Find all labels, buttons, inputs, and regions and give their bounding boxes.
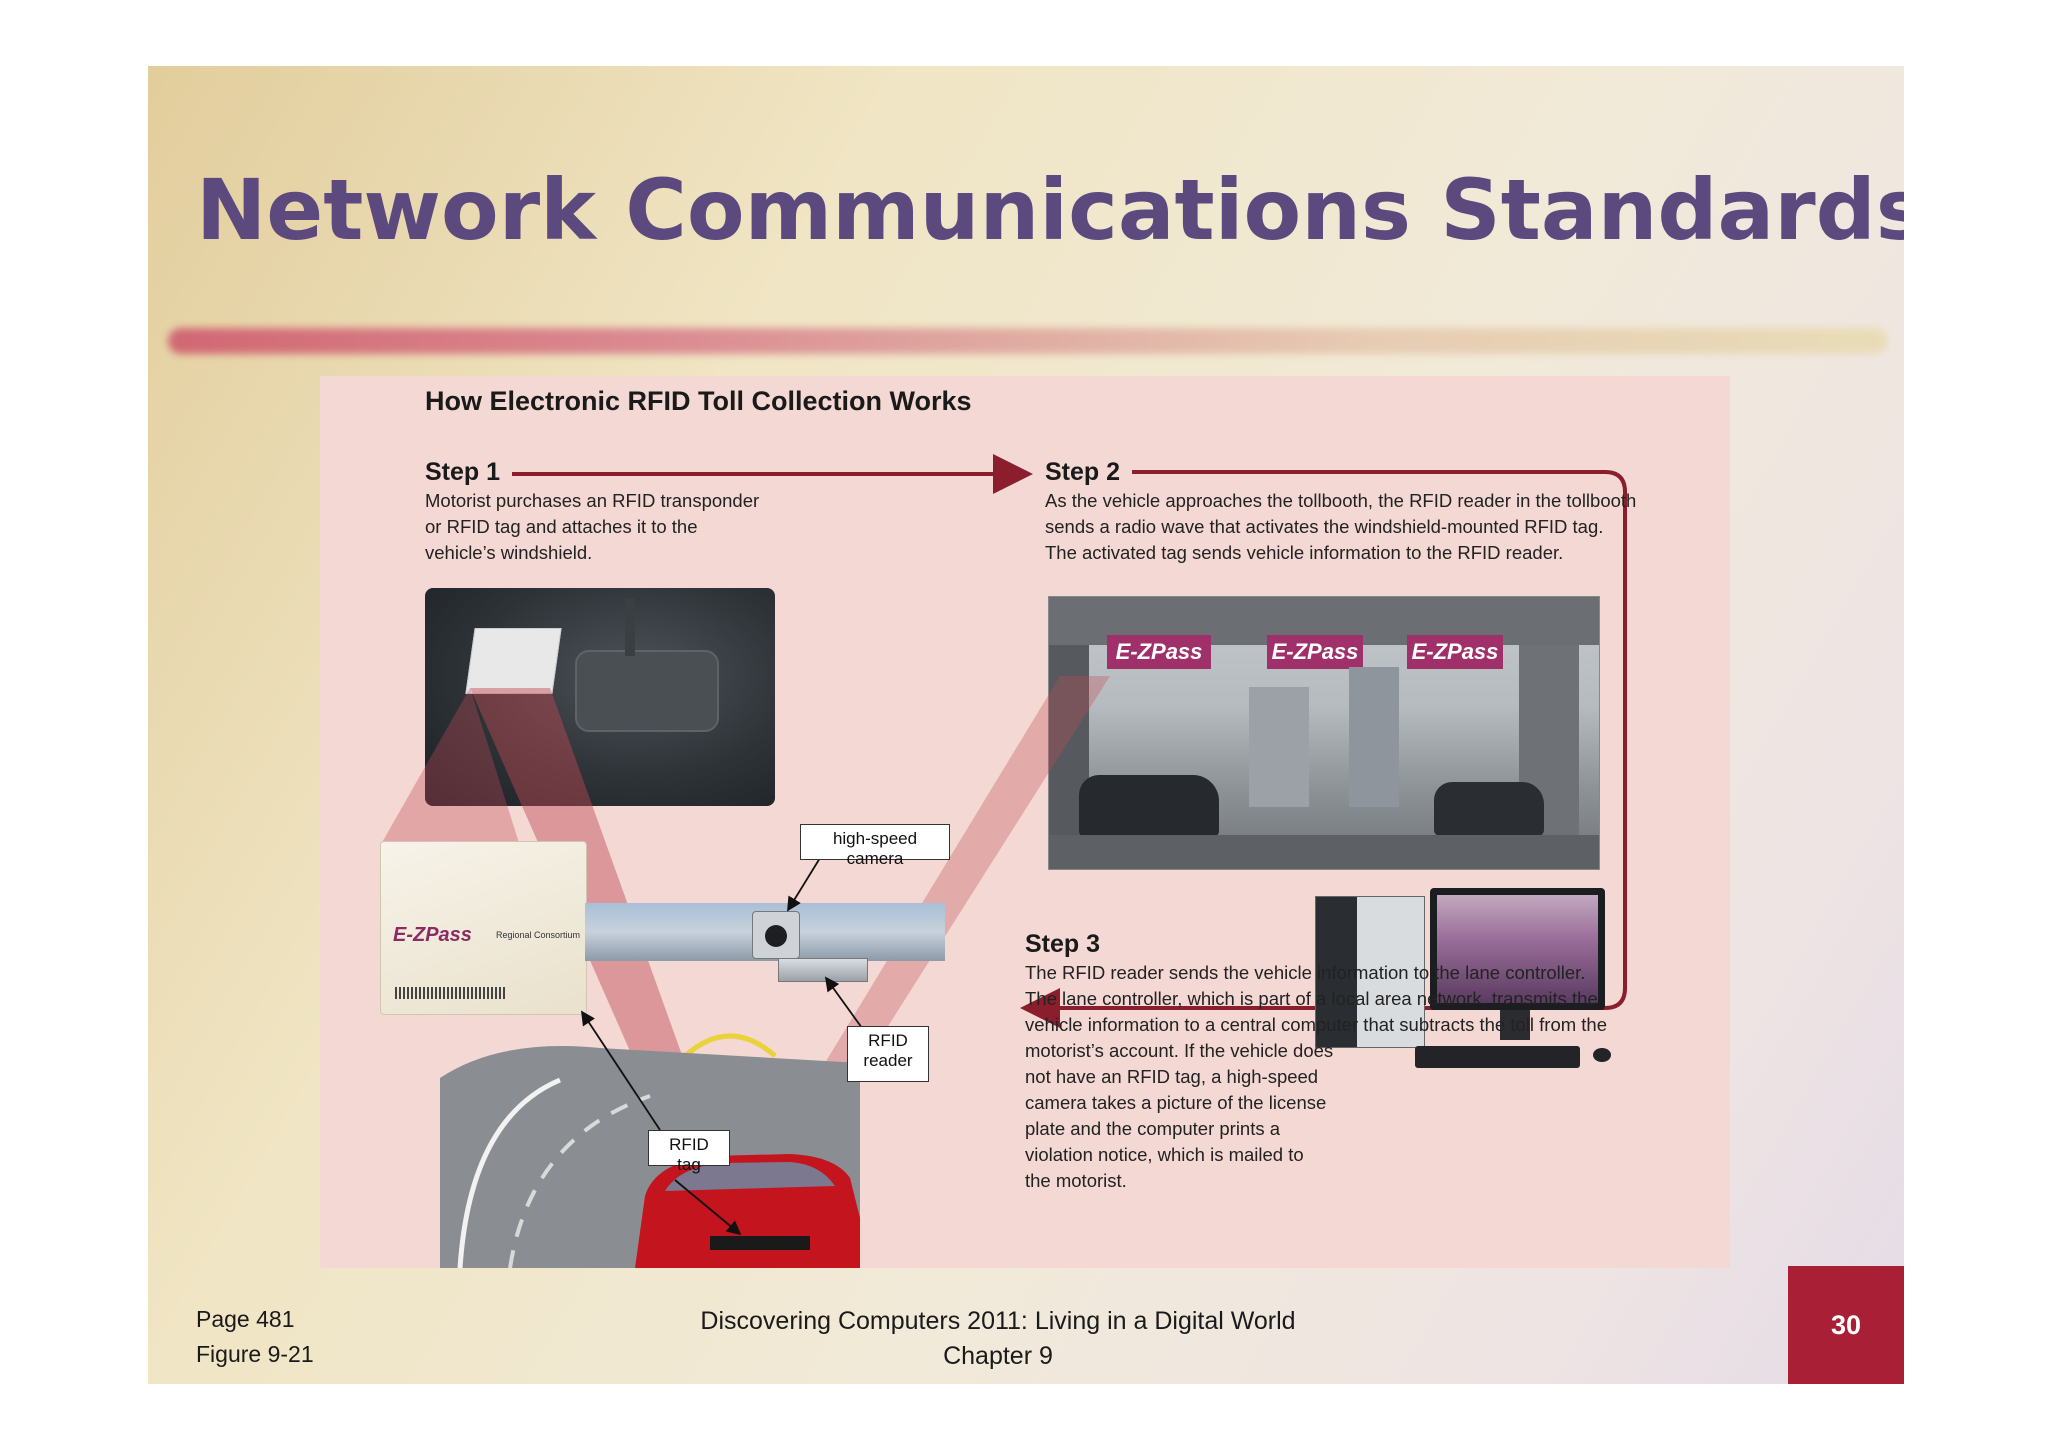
car-left (1079, 775, 1219, 837)
chapter-label: Chapter 9 (943, 1342, 1053, 1370)
step1-heading: Step 1 (425, 458, 501, 486)
monitor-icon (1430, 888, 1605, 1010)
toll-sign-2: E-ZPass (1267, 635, 1363, 669)
windshield-photo (425, 588, 775, 806)
monitor-screen-lavender-field (1437, 895, 1598, 1003)
tag-leader-card (581, 1010, 661, 1131)
callout-rfid-tag: RFID tag (648, 1130, 730, 1174)
tag-leader-car (674, 1179, 742, 1236)
city-building-2 (1349, 667, 1399, 807)
slide: Network Communications Standards How Ele… (148, 66, 1904, 1384)
computer-tower-icon (1315, 896, 1425, 1048)
mirror-stem (625, 598, 635, 656)
step1-text: Motorist purchases an RFID transponder o… (425, 490, 760, 563)
figure-reference: Figure 9-21 (196, 1341, 314, 1367)
camera-leader (787, 857, 821, 912)
ezpass-tag-card: E-ZPass Regional Consortium (380, 841, 587, 1015)
tollbooth-photo: E-ZPass E-ZPass E-ZPass (1048, 596, 1600, 870)
page-reference: Page 481 (196, 1306, 295, 1332)
rfid-figure: How Electronic RFID Toll Collection Work… (320, 376, 1730, 1268)
footer-references: Page 481 Figure 9-21 (196, 1302, 314, 1372)
course-title: Discovering Computers 2011: Living in a … (700, 1307, 1296, 1335)
callout-rfid-reader: RFID reader (847, 1026, 929, 1082)
rfid-reader-icon (778, 958, 868, 982)
toll-sign-3: E-ZPass (1407, 635, 1503, 669)
ezpass-logo: E-ZPass (393, 924, 472, 946)
footer-course: Discovering Computers 2011: Living in a … (648, 1304, 1348, 1374)
figure-title: How Electronic RFID Toll Collection Work… (425, 386, 972, 416)
step2-heading: Step 2 (1045, 458, 1121, 486)
arrow-step2-to-step3 (1020, 470, 1627, 1028)
step3-heading: Step 3 (1025, 930, 1101, 958)
beam-to-tag-card (380, 688, 520, 846)
rearview-mirror (575, 650, 719, 732)
mouse-icon (1593, 1048, 1611, 1062)
title-underline-bar (168, 328, 1888, 354)
tag-barcode (395, 987, 505, 999)
toll-sign-1: E-ZPass (1107, 635, 1211, 669)
monitor-stand (1500, 1010, 1530, 1040)
slide-number-badge: 30 (1788, 1266, 1904, 1384)
road-surface (1049, 835, 1599, 869)
city-building-1 (1249, 687, 1309, 807)
high-speed-camera-icon (752, 911, 800, 959)
step3-text: The RFID reader sends the vehicle inform… (1025, 962, 1608, 1191)
callout-high-speed-camera: high-speed camera (800, 824, 950, 868)
car-right (1434, 782, 1544, 836)
reader-leader (824, 976, 863, 1029)
callout-leaders (581, 857, 863, 1236)
consortium-logo: Regional Consortium (496, 930, 581, 940)
slide-title: Network Communications Standards (196, 161, 1904, 259)
step-arrows (512, 454, 1627, 1028)
step2-text: As the vehicle approaches the tollbooth,… (1045, 490, 1637, 563)
slide-number: 30 (1830, 1309, 1862, 1340)
keyboard-icon (1415, 1046, 1580, 1068)
